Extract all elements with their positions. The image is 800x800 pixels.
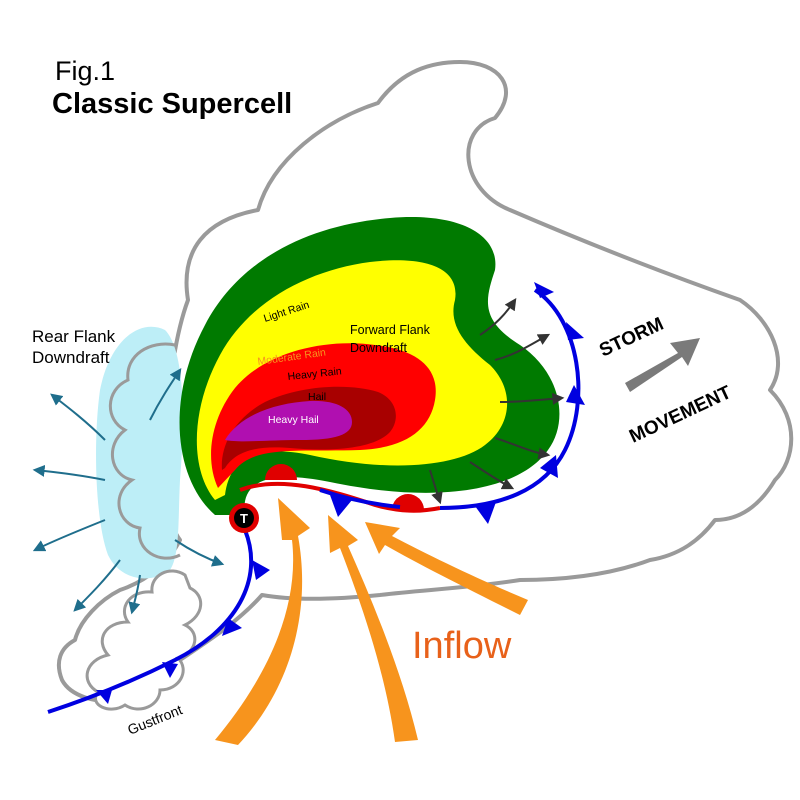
gust-front-line — [47, 529, 254, 714]
lower-cloud-puffs — [85, 569, 203, 711]
figure-number: Fig.1 — [55, 56, 115, 86]
tornado-marker-label: T — [240, 511, 248, 526]
cold-front-segment — [319, 488, 401, 509]
forward-flank-label-line1: Forward Flank — [350, 323, 431, 337]
cold-front-triangle — [330, 495, 352, 517]
inflow-arrow-left — [215, 498, 310, 745]
gust-front-triangle — [252, 560, 270, 580]
rear-flank-label-line1: Rear Flank — [32, 327, 116, 346]
rear-flank-label-line2: Downdraft — [32, 348, 110, 367]
rear-flank-outflow-arrows — [32, 368, 225, 615]
hail-label: Hail — [308, 391, 326, 403]
storm-movement-arrow — [625, 338, 700, 392]
gust-front-triangle — [222, 618, 242, 636]
warm-front-semicircle — [265, 464, 297, 480]
inflow-label: Inflow — [412, 625, 512, 667]
cold-front-triangle — [566, 385, 585, 405]
cold-front-triangle — [566, 322, 584, 340]
heavy-rain-label: Heavy Rain — [287, 365, 342, 383]
rear-flank-downdraft-area — [96, 326, 183, 579]
cold-front-forward-flank — [439, 288, 581, 510]
heavy-hail-band — [225, 400, 352, 442]
gust-front-triangle — [162, 662, 178, 678]
cold-front-triangle — [534, 282, 554, 298]
inflow-arrow-right — [365, 522, 528, 615]
figure-title: Classic Supercell — [52, 88, 292, 120]
gust-front-triangle — [96, 690, 112, 704]
forward-flank-outflow-arrows — [429, 298, 565, 505]
heavy-hail-label: Heavy Hail — [268, 414, 319, 426]
cold-front-triangle — [540, 455, 558, 478]
rear-flank-cloud-bumps — [108, 342, 181, 560]
inflow-arrow-middle — [328, 515, 418, 742]
cold-front-triangle — [475, 502, 496, 524]
tornado-marker: T — [229, 503, 259, 533]
forward-flank-label-line2: Downdraft — [350, 341, 407, 355]
